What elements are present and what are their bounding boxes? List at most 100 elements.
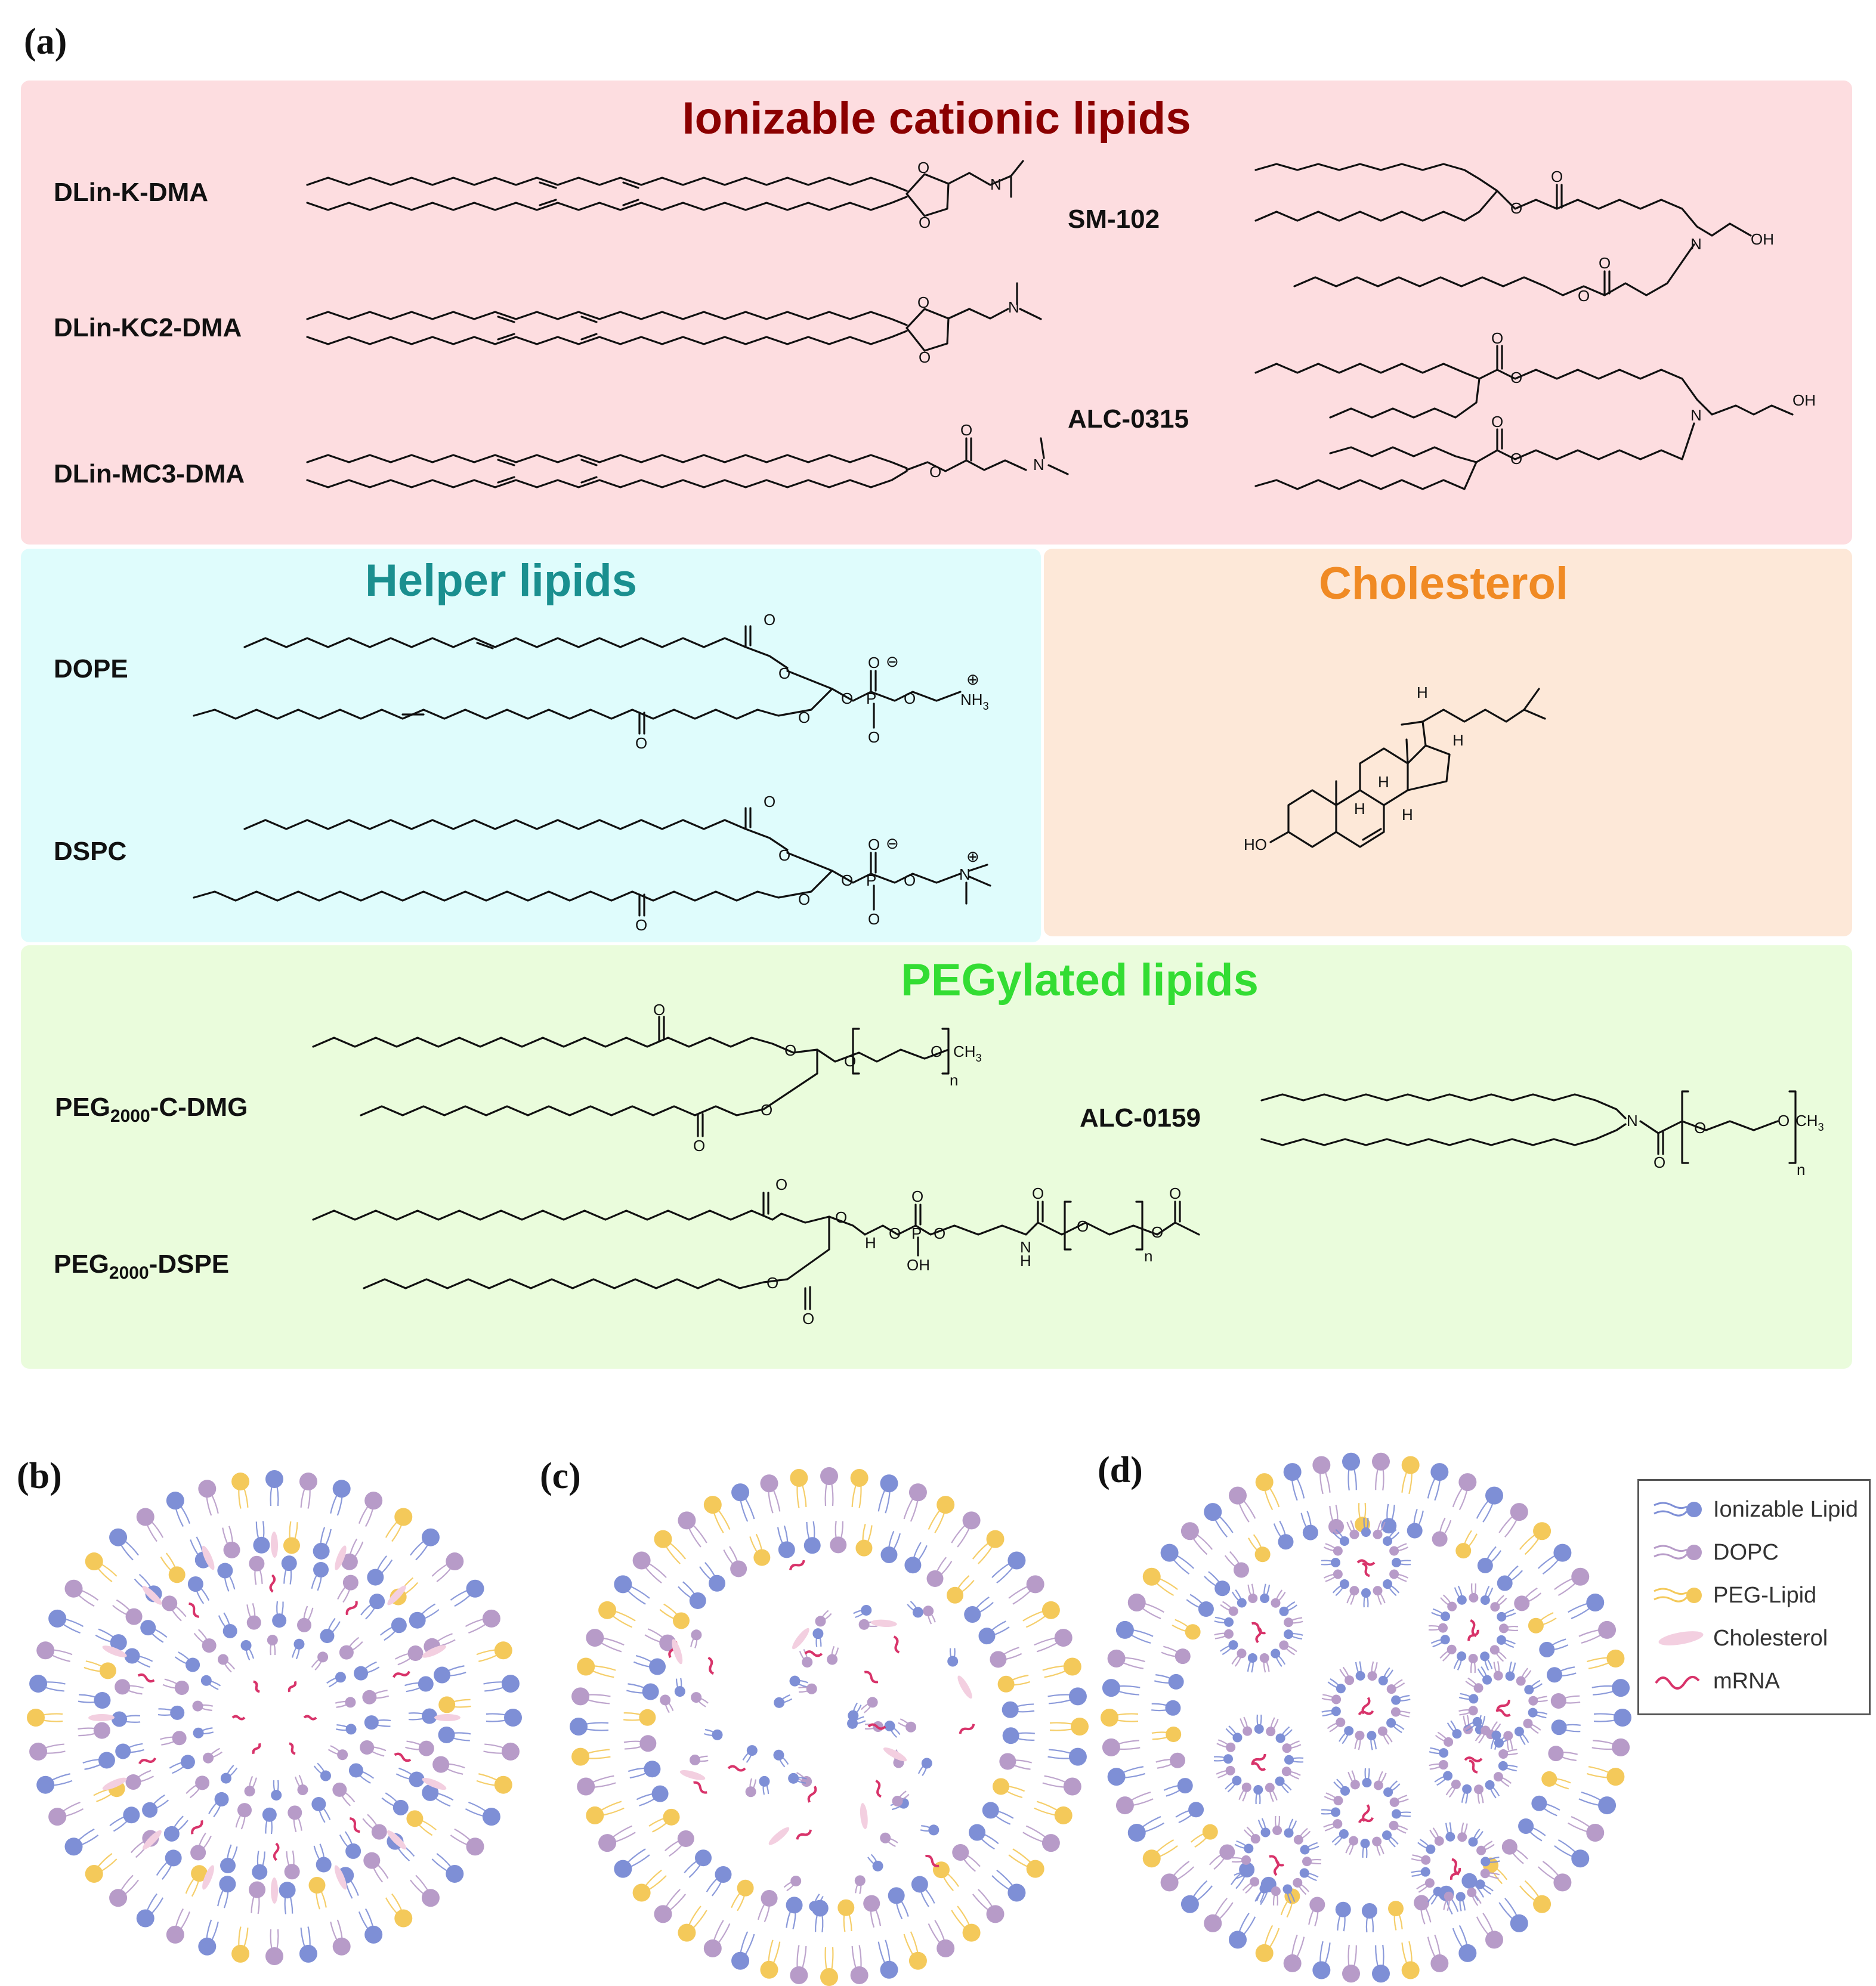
dopc-lipid-head xyxy=(1107,1649,1126,1668)
peg-lipid-head xyxy=(394,1508,413,1526)
ion-lipid-head xyxy=(978,1628,996,1645)
peg-lipid-head xyxy=(820,1968,838,1986)
chain xyxy=(360,1048,818,1116)
ion-lipid-head xyxy=(880,1546,898,1564)
ion-lipid-head xyxy=(392,1799,409,1815)
ion-lipid-head xyxy=(1439,1748,1449,1758)
ion-lipid-head xyxy=(271,1789,282,1801)
ion-lipid-head xyxy=(1383,1787,1393,1798)
dopc-lipid-head xyxy=(407,1645,424,1662)
atom-oh: OH xyxy=(1792,391,1816,409)
ion-lipid-head xyxy=(1383,1579,1393,1589)
atom-o: O xyxy=(1491,413,1503,431)
legend-item-ionizable-lipid: Ionizable Lipid xyxy=(1651,1492,1858,1527)
atom-o: O xyxy=(767,1274,778,1292)
ion-lipid-head xyxy=(1177,1778,1193,1794)
ion-lipid-head xyxy=(1433,1886,1443,1897)
structure-peg-dspe: O O O O H O P O OH O N H O O n O O xyxy=(312,1175,1200,1328)
dopc-lipid-head xyxy=(364,1492,383,1510)
atom-o: O xyxy=(1551,168,1563,185)
ion-lipid-head xyxy=(418,1676,434,1692)
mrna-strand xyxy=(1450,1867,1461,1880)
mrna-strand xyxy=(273,1842,280,1861)
dopc-lipid-head xyxy=(1271,1598,1281,1608)
ion-lipid-head xyxy=(888,1887,905,1904)
dopc-lipid-head xyxy=(1434,1836,1444,1846)
ring-b xyxy=(1335,789,1385,848)
nanoparticle-c xyxy=(570,1467,1089,1986)
ion-lipid-head xyxy=(570,1718,588,1736)
peg-dspe-suffix: -DSPE xyxy=(149,1249,230,1279)
ion-lipid-head xyxy=(1443,1771,1453,1781)
ion-lipid-head xyxy=(1497,1611,1507,1622)
atom-o: O xyxy=(1151,1223,1163,1241)
ion-lipid-head xyxy=(1244,1843,1254,1854)
mrna-strand xyxy=(1464,1756,1483,1762)
ion-lipid-head xyxy=(715,1866,732,1883)
dopc-lipid-head xyxy=(93,1722,110,1739)
ester-chain xyxy=(1496,422,1695,460)
dopc-lipid-head xyxy=(1414,1895,1430,1911)
dopc-lipid-head xyxy=(1432,1531,1448,1547)
dioxolane-ring xyxy=(905,308,950,352)
mrna-strand xyxy=(1496,1699,1510,1712)
atom-nh3: NH3 xyxy=(960,691,989,712)
ion-lipid-head xyxy=(438,1726,455,1743)
mrna-strand xyxy=(231,1715,246,1721)
ion-lipid-head xyxy=(64,1837,83,1856)
ion-lipid-head xyxy=(140,1620,156,1636)
ion-lipid-head xyxy=(1229,1931,1247,1949)
mrna-strand xyxy=(392,1671,410,1678)
atom-o: O xyxy=(841,689,853,707)
dopc-lipid-head xyxy=(760,1474,778,1493)
lipid-name-sm-102: SM-102 xyxy=(1068,205,1160,234)
atom-n: N xyxy=(959,865,971,883)
atom-o: O xyxy=(693,1137,705,1155)
legend-item-cholesterol: Cholesterol xyxy=(1651,1620,1828,1656)
dopc-lipid-head xyxy=(1389,1797,1399,1807)
atom-o: O xyxy=(1694,1119,1706,1137)
dopc-lipid-head xyxy=(174,1680,189,1695)
ion-lipid-head xyxy=(369,1594,385,1610)
methyl xyxy=(1523,709,1546,720)
cholesterol-molecule xyxy=(957,1675,972,1699)
ion-lipid-head xyxy=(1002,1727,1019,1744)
ion-lipid-head xyxy=(1275,1776,1285,1786)
dopc-lipid-head xyxy=(265,1947,283,1965)
ion-lipid-head xyxy=(731,1951,750,1970)
ion-lipid-head xyxy=(240,1639,252,1651)
ion-lipid-head xyxy=(1455,1892,1466,1902)
ion-lipid-head xyxy=(48,1609,67,1628)
atom-o: O xyxy=(868,728,880,746)
dopc-lipid-head xyxy=(1612,1738,1630,1756)
pegylated-lipids-box xyxy=(21,945,1852,1369)
dopc-lipid-head xyxy=(806,1683,817,1694)
dopc-lipid-head xyxy=(1490,1602,1500,1612)
dopc-lipid-head xyxy=(482,1609,500,1628)
ion-lipid-head xyxy=(193,1727,204,1738)
ion-lipid-head xyxy=(1361,1527,1371,1537)
dopc-lipid-head xyxy=(1170,1752,1186,1768)
ion-lipid-head xyxy=(409,1611,426,1629)
ion-lipid-head xyxy=(1524,1685,1534,1695)
dopc-lipid-head xyxy=(854,1875,866,1886)
dopc-lipid-head xyxy=(162,1595,178,1611)
ion-lipid-head xyxy=(1551,1719,1567,1736)
atom-o: O xyxy=(931,1043,942,1060)
double-bond xyxy=(580,459,598,466)
mrna-strand xyxy=(1358,1710,1374,1716)
mrna-strand xyxy=(893,1635,900,1654)
ion-lipid-head xyxy=(409,1771,425,1787)
dopc-lipid-head xyxy=(1523,1718,1533,1728)
peg-lipid-head xyxy=(85,1864,103,1883)
cholesterol-molecule xyxy=(334,1865,347,1890)
ion-lipid-head xyxy=(1284,1755,1294,1765)
dopc-lipid-head xyxy=(1225,1765,1235,1775)
peg-lipid-head xyxy=(99,1662,116,1679)
ion-lipid-head xyxy=(1528,1707,1538,1718)
ion-lipid-head xyxy=(299,1944,317,1963)
dopc-lipid-head xyxy=(1248,1593,1258,1603)
ion-lipid-head xyxy=(1452,1729,1462,1739)
ion-lipid-head xyxy=(982,1802,999,1819)
panel-label-b: (b) xyxy=(17,1456,62,1496)
